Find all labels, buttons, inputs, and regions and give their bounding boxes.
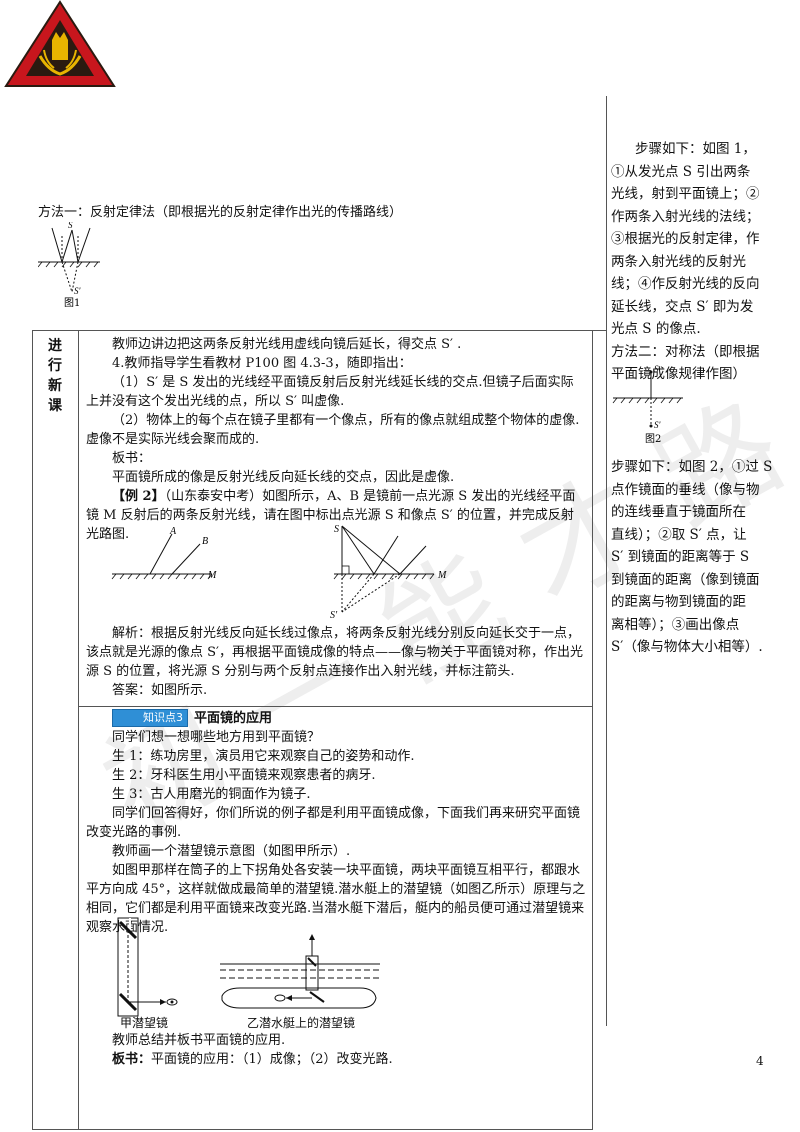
fig-right-s-prime: S'	[330, 610, 338, 621]
steps2-line: 到镜面的距离（像到镜面	[611, 571, 760, 588]
periscope-caption-left: 甲潜望镜	[119, 1016, 168, 1030]
example-2-text: （山东泰安中考）如图所示，A、B 是镜前一点光源 S 发出的光线经平面镜 M 反…	[86, 489, 576, 542]
figure-1: S S' 图1	[37, 220, 108, 309]
method2-line: 方法二：对称法（即根据	[611, 343, 760, 360]
steps2-line: 步骤如下：如图 2，①过 S	[611, 459, 773, 475]
table-left-border	[32, 330, 33, 1130]
steps1-line: 步骤如下：如图 1，	[635, 141, 756, 157]
figure-2: S S' 图2	[611, 362, 691, 448]
content-paragraph: 4.教师指导学生看教材 P100 图 4.3-3，随即指出：	[112, 356, 412, 371]
steps2-line: 的连线垂直于镜面所在	[611, 504, 746, 520]
content-lower: 知识点3 平面镜的应用 同学们想一想哪些地方用到平面镜？ 生 1：练功房里，演员用…	[86, 709, 586, 937]
fig-left-a: A	[169, 526, 177, 537]
content-paragraph: （2）物体上的每个点在镜子里都有一个像点，所有的像点就组成整个物体的虚像.虚像不…	[86, 413, 580, 447]
knowledge-point-badge: 知识点3	[112, 709, 188, 727]
content-closing: 教师总结并板书平面镜的应用. 板书：平面镜的应用：（1）成像；（2）改变光路.	[86, 1031, 586, 1069]
figure-2-svg: S S' 图2	[612, 364, 683, 445]
content-paragraph: 如图甲那样在筒子的上下拐角处各安装一块平面镜，两块平面镜互相平行，都跟水平方向成…	[86, 863, 586, 935]
content-paragraph: 平面镜所成的像是反射光线反向延长线的交点，因此是虚像.	[112, 470, 455, 485]
steps2-line: S′（像与物体大小相等）.	[611, 639, 763, 655]
content-analysis: 解析：根据反射光线反向延长线过像点，将两条反射光线分别反向延长交于一点，该点就是…	[86, 624, 586, 700]
table-label-divider	[78, 330, 79, 1130]
steps2-line: S′ 到镜面的距离等于 S	[611, 549, 750, 565]
blackboard-text: 平面镜的应用：（1）成像；（2）改变光路.	[151, 1052, 393, 1067]
steps2-line: 点作镜面的垂线（像与物	[611, 481, 760, 498]
student-answer: 生 2：牙科医生用小平面镜来观察患者的病牙.	[112, 768, 376, 783]
steps1-line: ①从发光点 S 引出两条	[611, 163, 751, 180]
steps2-line: 的距离与物到镜面的距	[611, 594, 746, 610]
answer-paragraph: 答案：如图所示.	[112, 683, 208, 698]
fig2-point-s-prime: S'	[654, 420, 662, 430]
analysis-paragraph: 解析：根据反射光线反向延长线过像点，将两条反射光线分别反向延长交于一点，该点就是…	[86, 626, 583, 679]
steps2-line: 离相等）；③画出像点	[611, 616, 740, 633]
knowledge-point-heading: 知识点3 平面镜的应用	[86, 709, 586, 728]
table-row-divider	[78, 706, 593, 707]
figure-1-svg: S S' 图1	[37, 220, 100, 309]
fig-left-b: B	[202, 536, 208, 547]
page-number: 4	[756, 1054, 764, 1068]
periscope-figures-svg	[117, 917, 380, 1017]
blackboard-summary: 板书：平面镜的应用：（1）成像；（2）改变光路.	[86, 1050, 586, 1069]
fig1-point-s: S	[68, 222, 73, 230]
steps1-line: ③根据光的反射定律，作	[611, 231, 760, 247]
steps1-line: 线；④作反射光线的反向	[611, 276, 760, 292]
blackboard-label: 板书：	[112, 1052, 152, 1067]
student-answer: 生 1：练功房里，演员用它来观察自己的姿势和动作.	[112, 749, 415, 764]
steps1-line: 两条入射光线的反射光	[611, 253, 746, 270]
periscope-figures	[110, 916, 390, 1020]
fig2-point-s: S	[654, 364, 659, 374]
method1-heading: 方法一：反射定律法（即根据光的反射定律作出光的传播路线）	[38, 205, 403, 220]
table-top-border	[32, 330, 607, 331]
example-2: 【例 2】（山东泰安中考）如图所示，A、B 是镜前一点光源 S 发出的光线经平面…	[86, 487, 586, 544]
content-paragraph: 教师边讲边把这两条反射光线用虚线向镜后延长，得交点 S′ .	[112, 337, 462, 352]
example-2-label: 【例 2】	[112, 489, 165, 504]
table-right-border	[592, 330, 593, 1130]
content-paragraph: （1）S′ 是 S 发出的光线经平面镜反射后反射光线延长线的交点.但镜子后面实际…	[86, 375, 574, 409]
content-paragraph: 教师画一个潜望镜示意图（如图甲所示）.	[112, 844, 351, 859]
fig-right-s: S	[334, 524, 339, 535]
periscope-caption-right: 乙潜水艇上的潜望镜	[246, 1016, 355, 1030]
fig1-label: 图1	[64, 297, 80, 308]
table-bottom-border	[32, 1129, 593, 1130]
fig-right-m: M	[437, 570, 447, 581]
knowledge-point-title: 平面镜的应用	[194, 711, 273, 726]
content-paragraph: 教师总结并板书平面镜的应用.	[112, 1033, 286, 1048]
steps2-line: 直线）；②取 S′ 点，让	[611, 526, 747, 543]
steps1-line: 作两条入射光线的法线；	[611, 208, 760, 225]
content-upper: 教师边讲边把这两条反射光线用虚线向镜后延长，得交点 S′ . 4.教师指导学生看…	[86, 335, 586, 544]
student-answer: 生 3：古人用磨光的铜面作为镜子.	[112, 787, 311, 802]
content-paragraph: 板书：	[112, 451, 152, 466]
example-figures-svg: A B M S S' M	[111, 524, 447, 621]
steps1-line: 光线，射到平面镜上；②	[611, 186, 760, 202]
fig-left-m: M	[207, 570, 217, 581]
example-figures: A B M S S' M	[108, 522, 578, 622]
side-column-divider	[606, 96, 607, 1026]
steps1-block: 步骤如下：如图 1， ①从发光点 S 引出两条 光线，射到平面镜上；② 作两条入…	[611, 138, 791, 386]
content-paragraph: 同学们回答得好，你们所说的例子都是利用平面镜成像，下面我们再来研究平面镜改变光路…	[86, 806, 581, 840]
school-logo	[4, 0, 116, 88]
steps2-block: 步骤如下：如图 2，①过 S 点作镜面的垂线（像与物 的连线垂直于镜面所在 直线…	[611, 456, 791, 659]
steps1-line: 光点 S 的像点.	[611, 321, 701, 337]
steps1-line: 延长线，交点 S′ 即为发	[611, 298, 754, 315]
fig1-point-s-prime: S'	[74, 286, 82, 296]
method2-line: 平面镜成像规律作图）	[611, 366, 746, 382]
section-label: 进 行 新 课	[48, 338, 62, 414]
content-paragraph: 同学们想一想哪些地方用到平面镜？	[112, 730, 321, 745]
fig2-label: 图2	[645, 433, 661, 445]
